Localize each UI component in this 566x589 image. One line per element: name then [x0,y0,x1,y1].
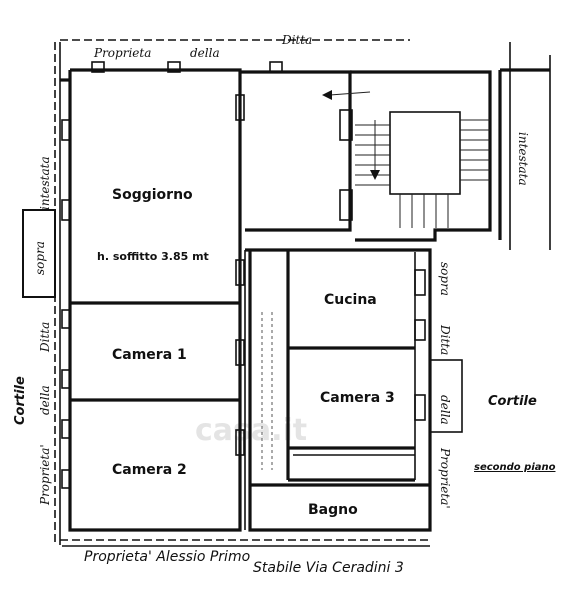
room-cucina-label: Cucina [324,292,377,308]
boundary-lines [54,39,551,547]
bottom-left-owner-label: Proprieta' Alessio Primo [84,549,250,565]
top-ditta-label: Ditta [281,33,312,47]
sopra-box [22,209,56,298]
room-camera3-label: Camera 3 [320,390,395,406]
bottom-right-building-label: Stabile Via Ceradini 3 [253,560,404,576]
right-della-label: della [438,395,452,425]
staircase [322,90,490,228]
room-bagno-label: Bagno [308,502,358,518]
left-ditta-label: Ditta [38,322,52,353]
right-proprieta-label: Proprieta' [438,447,452,509]
corridor-marks [261,312,273,470]
cortile-left-label: Cortile [13,376,28,425]
right-intestata-label: intestata [516,132,530,186]
right-ditta-label: Ditta [438,324,452,355]
room-camera1-label: Camera 1 [112,347,187,363]
wall-piers [61,61,463,489]
left-proprieta-label: Proprieta' [38,444,52,506]
room-camera2-label: Camera 2 [112,462,187,478]
floor-level-label: secondo piano [474,462,556,473]
left-della-label: della [38,385,52,415]
top-della-label: della [190,46,220,60]
top-proprieta-label: Proprieta [93,46,151,60]
right-sopra-label: sopra [438,262,452,296]
left-sopra-label: sopra [33,241,47,275]
room-soggiorno-label: Soggiorno [112,187,193,203]
cortile-right-label: Cortile [488,394,537,409]
ceiling-height-label: h. soffitto 3.85 mt [97,250,209,263]
left-intestata-label: intestata [38,156,52,210]
